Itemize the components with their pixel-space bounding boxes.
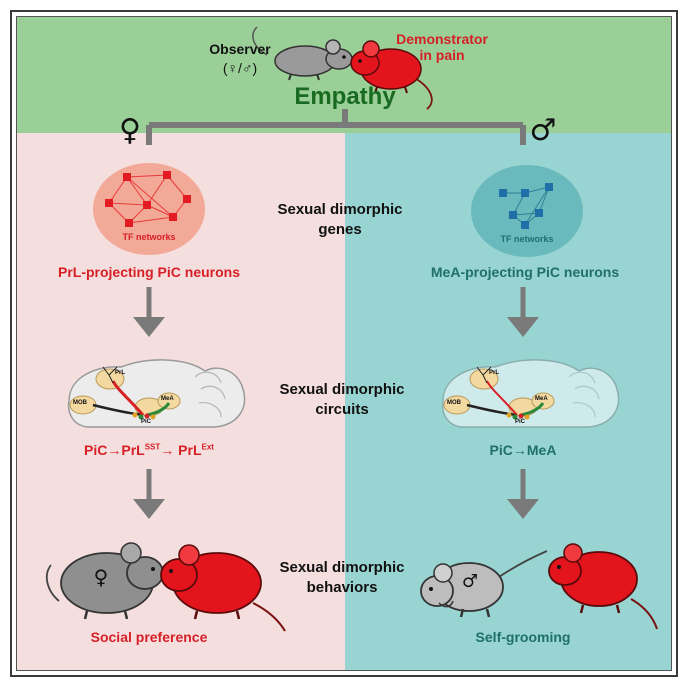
diagram-artwork (45, 26, 658, 632)
demonstrator-label: Demonstrator (396, 31, 488, 47)
female-symbol-icon: ♀ (119, 113, 141, 148)
female-behavior-label: Social preference (90, 629, 208, 645)
female-circuit-label: PiC→PrLSST→ PrLExt (84, 442, 214, 458)
observer-sex-label: (♀/♂) (222, 60, 258, 76)
empathy-title: Empathy (294, 83, 396, 110)
male-tf-networks-label: TF networks (500, 234, 554, 244)
male-pic-label: PiC (515, 419, 526, 425)
male-neurons-label: MeA-projecting PiC neurons (430, 264, 620, 280)
male-arrow-1 (507, 287, 539, 337)
behaviors-label-line2: behaviors (306, 579, 378, 596)
male-prl-label: PrL (489, 370, 500, 376)
figure-frame (10, 10, 678, 677)
female-arrow-1 (133, 287, 165, 337)
female-brain-icon (67, 359, 246, 428)
male-arrow-2 (507, 469, 539, 519)
demonstrator-pain-label: in pain (419, 47, 465, 63)
observer-label: Observer (209, 41, 271, 57)
female-mouse-symbol-icon: ♀ (93, 565, 109, 589)
branch-connector (146, 109, 526, 145)
behaviors-label-line1: Sexual dimorphic (279, 559, 405, 576)
male-mea-label: MeA (535, 396, 548, 402)
male-symbol-icon: ♂ (529, 113, 557, 148)
male-red-mouse-icon (548, 543, 658, 630)
female-red-mouse-icon (160, 544, 286, 632)
genes-label-line2: genes (318, 221, 362, 238)
demonstrator-mouse-icon (350, 40, 433, 110)
male-grooming-mouse-icon (420, 550, 548, 618)
circuits-label-line1: Sexual dimorphic (279, 381, 405, 398)
female-gray-mouse-icon (45, 542, 164, 620)
female-prl-label: PrL (115, 370, 126, 376)
female-neurons-label: PrL-projecting PiC neurons (57, 264, 241, 280)
female-tf-network (93, 163, 205, 255)
male-brain-icon (441, 359, 620, 428)
male-mouse-symbol-icon: ♂ (461, 571, 479, 592)
female-mob-label: MOB (73, 400, 87, 406)
female-mea-label: MeA (161, 396, 174, 402)
male-circuit-label: PiC→MeA (489, 442, 557, 458)
genes-label-line1: Sexual dimorphic (277, 201, 403, 218)
circuits-label-line2: circuits (315, 401, 369, 418)
female-tf-networks-label: TF networks (122, 232, 176, 242)
figure-panel: Observer (♀/♂) Demonstrator in pain Empa… (16, 16, 672, 671)
male-tf-network (471, 165, 583, 257)
female-pic-label: PiC (141, 419, 152, 425)
male-mob-label: MOB (447, 400, 461, 406)
observer-mouse-icon (252, 26, 353, 81)
male-behavior-label: Self-grooming (475, 629, 571, 645)
female-arrow-2 (133, 469, 165, 519)
